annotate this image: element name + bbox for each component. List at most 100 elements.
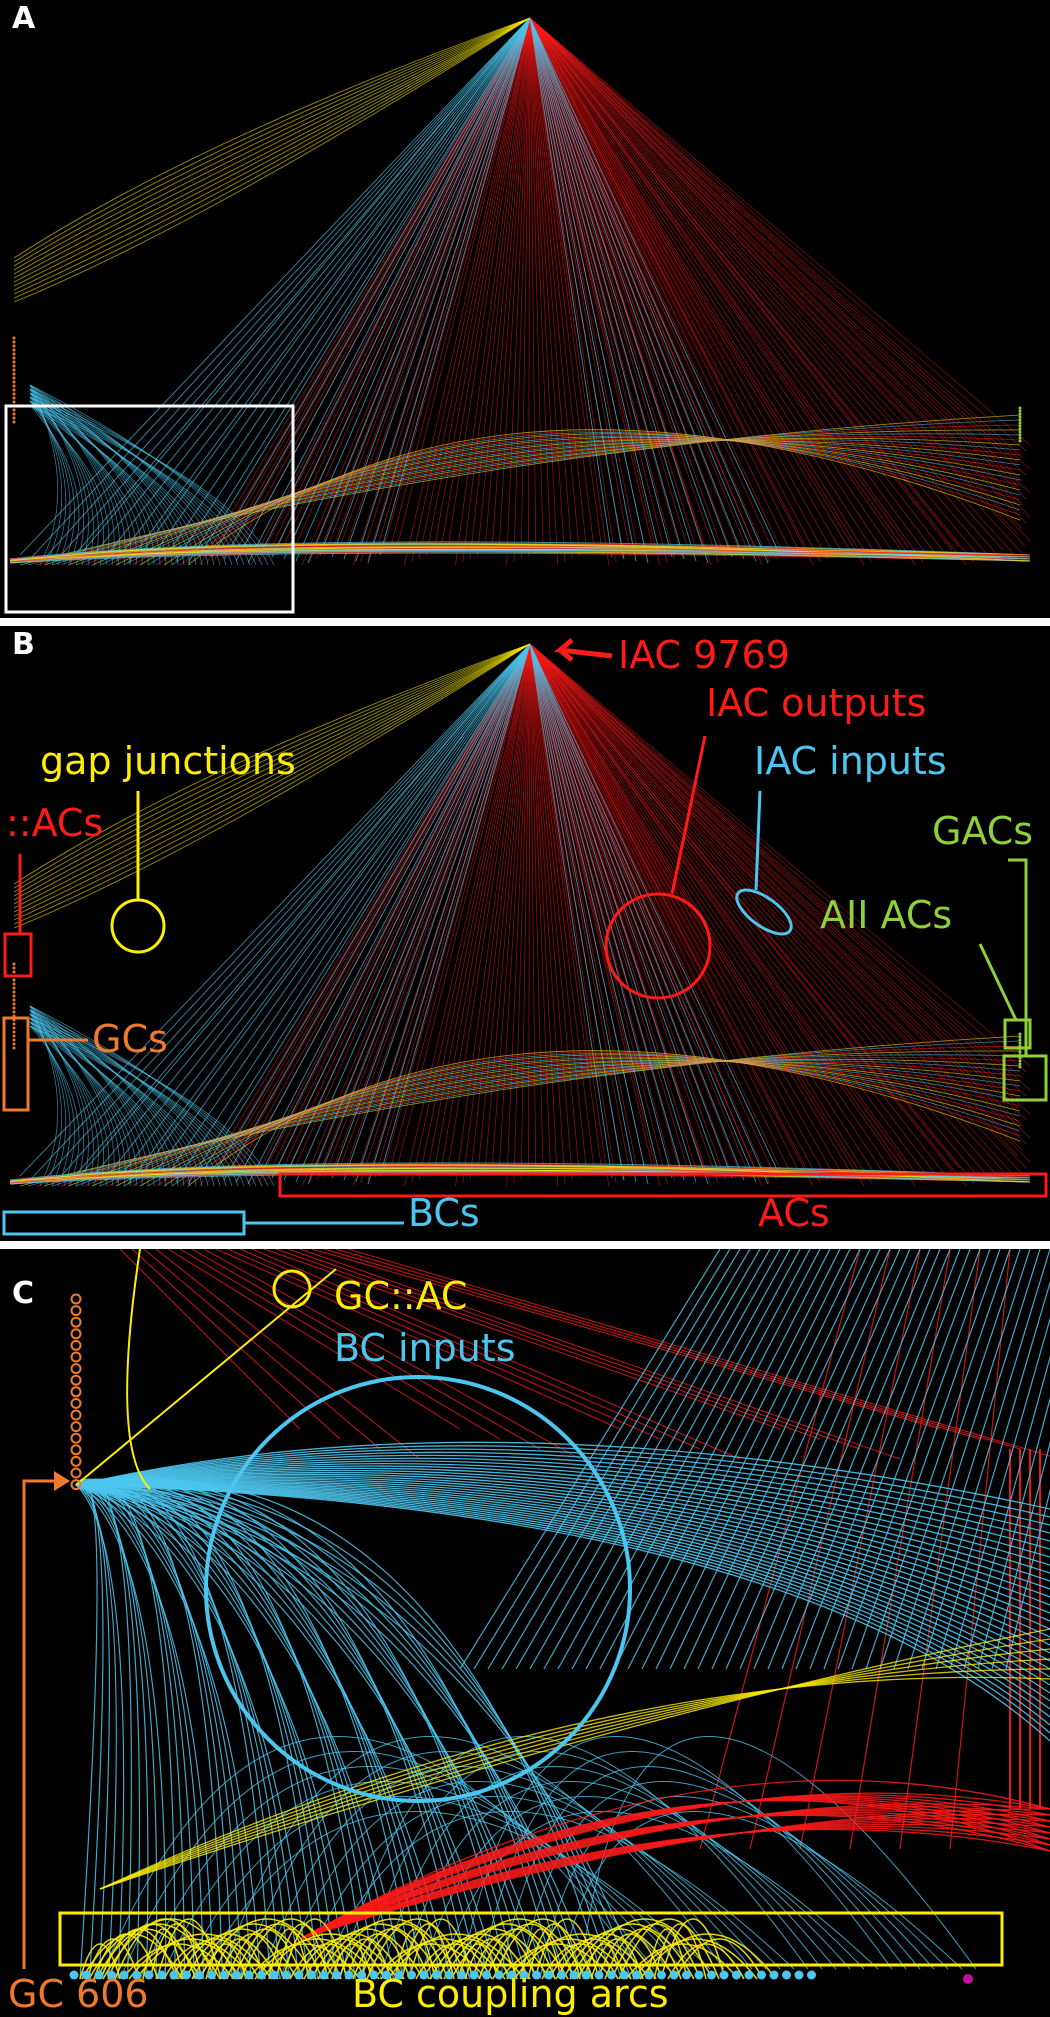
bc-node [707, 1970, 716, 1980]
iac-output-line [529, 643, 559, 1187]
bc-node [557, 1970, 566, 1980]
bc-input-arc [319, 1811, 795, 1980]
iac-input-line [529, 17, 649, 564]
iac-output-line [250, 643, 531, 1187]
bc-input-arc [75, 1484, 1050, 1694]
iac-output-line [529, 17, 1031, 446]
bc-input-arc [219, 1736, 725, 1980]
cross-arc [107, 439, 1021, 566]
bc-curl-arc [29, 404, 179, 566]
gc-node [70, 1374, 82, 1386]
bc-line [809, 1249, 971, 1670]
bc-node [769, 1970, 779, 1980]
gc-node [70, 1444, 82, 1456]
iac-output-line [529, 17, 595, 551]
bc-node [282, 1970, 291, 1980]
gap-junction-arc [13, 17, 531, 275]
gac-node [1018, 1065, 1022, 1069]
bc-node [507, 1970, 516, 1980]
gc-node [70, 1432, 82, 1444]
bc-curl-arc [29, 1009, 155, 1187]
iac-output-line [529, 643, 821, 1184]
bc-input-arc [499, 1766, 921, 1980]
iac-output-line [529, 643, 748, 1172]
iac-input-line [529, 17, 697, 562]
bc-line [613, 1249, 831, 1670]
bc-input-arc [579, 1736, 977, 1980]
iac-output-line [529, 17, 1027, 452]
iac-input-line [307, 17, 531, 564]
gap-junctions-circle [110, 898, 166, 954]
iac-input-line [529, 17, 757, 562]
gc-node [70, 1293, 82, 1305]
bc-curl-arc [29, 392, 67, 566]
iac-output-line [462, 643, 531, 1184]
iac-output-line [469, 643, 531, 1181]
iac-input-line [529, 643, 697, 1183]
gac-node [1018, 433, 1022, 437]
cross-arc [131, 437, 1021, 566]
gc-node [12, 348, 16, 352]
bc-node [319, 1970, 329, 1980]
iac-output-line [338, 17, 531, 551]
bc-line [571, 1249, 801, 1670]
iac-input-line [19, 17, 531, 556]
iac-output-line [529, 643, 726, 1181]
iac-input-line [529, 643, 625, 1181]
iac-output-line [529, 17, 1027, 548]
bc-input-arc [75, 1481, 1050, 1654]
iac-output-line [529, 17, 690, 554]
bc-curl-arc [29, 1021, 75, 1187]
gc-node [12, 1046, 16, 1050]
bc-line [585, 1249, 811, 1670]
ac-line [323, 1249, 981, 1440]
bc-line [697, 1249, 891, 1670]
iac-input-line [235, 643, 531, 1183]
bc-coupling-box [58, 1911, 1004, 1967]
gc-node [70, 1351, 82, 1363]
bc-coupling-arc [674, 1938, 764, 1980]
gc-node [12, 1034, 16, 1038]
ac-line [131, 1249, 341, 1440]
bc-input-arc [75, 1451, 1050, 1534]
label-iac-outputs: IAC outputs [706, 681, 927, 725]
bc-line [837, 1249, 991, 1670]
acs-box [3, 932, 33, 978]
iac-output-line [529, 17, 1023, 482]
iac-output-line [529, 643, 909, 1169]
iac-output-line [529, 17, 610, 566]
gc-node [70, 1339, 82, 1351]
bc-input-arc [75, 1475, 1050, 1614]
bc-node [182, 1970, 191, 1980]
bc-node [82, 1970, 91, 1980]
bc-node [469, 1970, 479, 1980]
iac-input-line [139, 643, 531, 1177]
bc-coupling-arc [562, 1928, 676, 1980]
gc-node [70, 1363, 82, 1375]
label-aii-acs: AII ACs [820, 893, 953, 937]
bc-node [669, 1970, 679, 1980]
ac-line [167, 1249, 461, 1430]
iac-output-line [484, 643, 531, 1175]
bc-node [394, 1970, 404, 1980]
iac-output-line [529, 17, 1031, 518]
bc-coupling-arc [380, 1938, 506, 1980]
ac-line [263, 1249, 781, 1430]
bc-coupling-arc [408, 1918, 474, 1980]
bc-coupling-arc [534, 1918, 600, 1980]
gc-606-leader [22, 1479, 60, 1969]
bc-node [757, 1970, 766, 1980]
iac-output-line [529, 17, 617, 563]
gc-node [12, 1038, 16, 1042]
iac-output-line [529, 643, 1031, 1139]
gap-junction-arc [13, 643, 531, 885]
iac-output-line [529, 17, 967, 566]
ac-line [227, 1249, 661, 1440]
iac-output-line [529, 643, 617, 1184]
bc-input-arc [75, 1484, 632, 1980]
bc-node [219, 1970, 229, 1980]
iac-output-line [214, 643, 531, 1181]
iac-input-line [151, 17, 531, 558]
gc-node [70, 1421, 82, 1433]
bc-curl-arc [29, 1005, 185, 1187]
